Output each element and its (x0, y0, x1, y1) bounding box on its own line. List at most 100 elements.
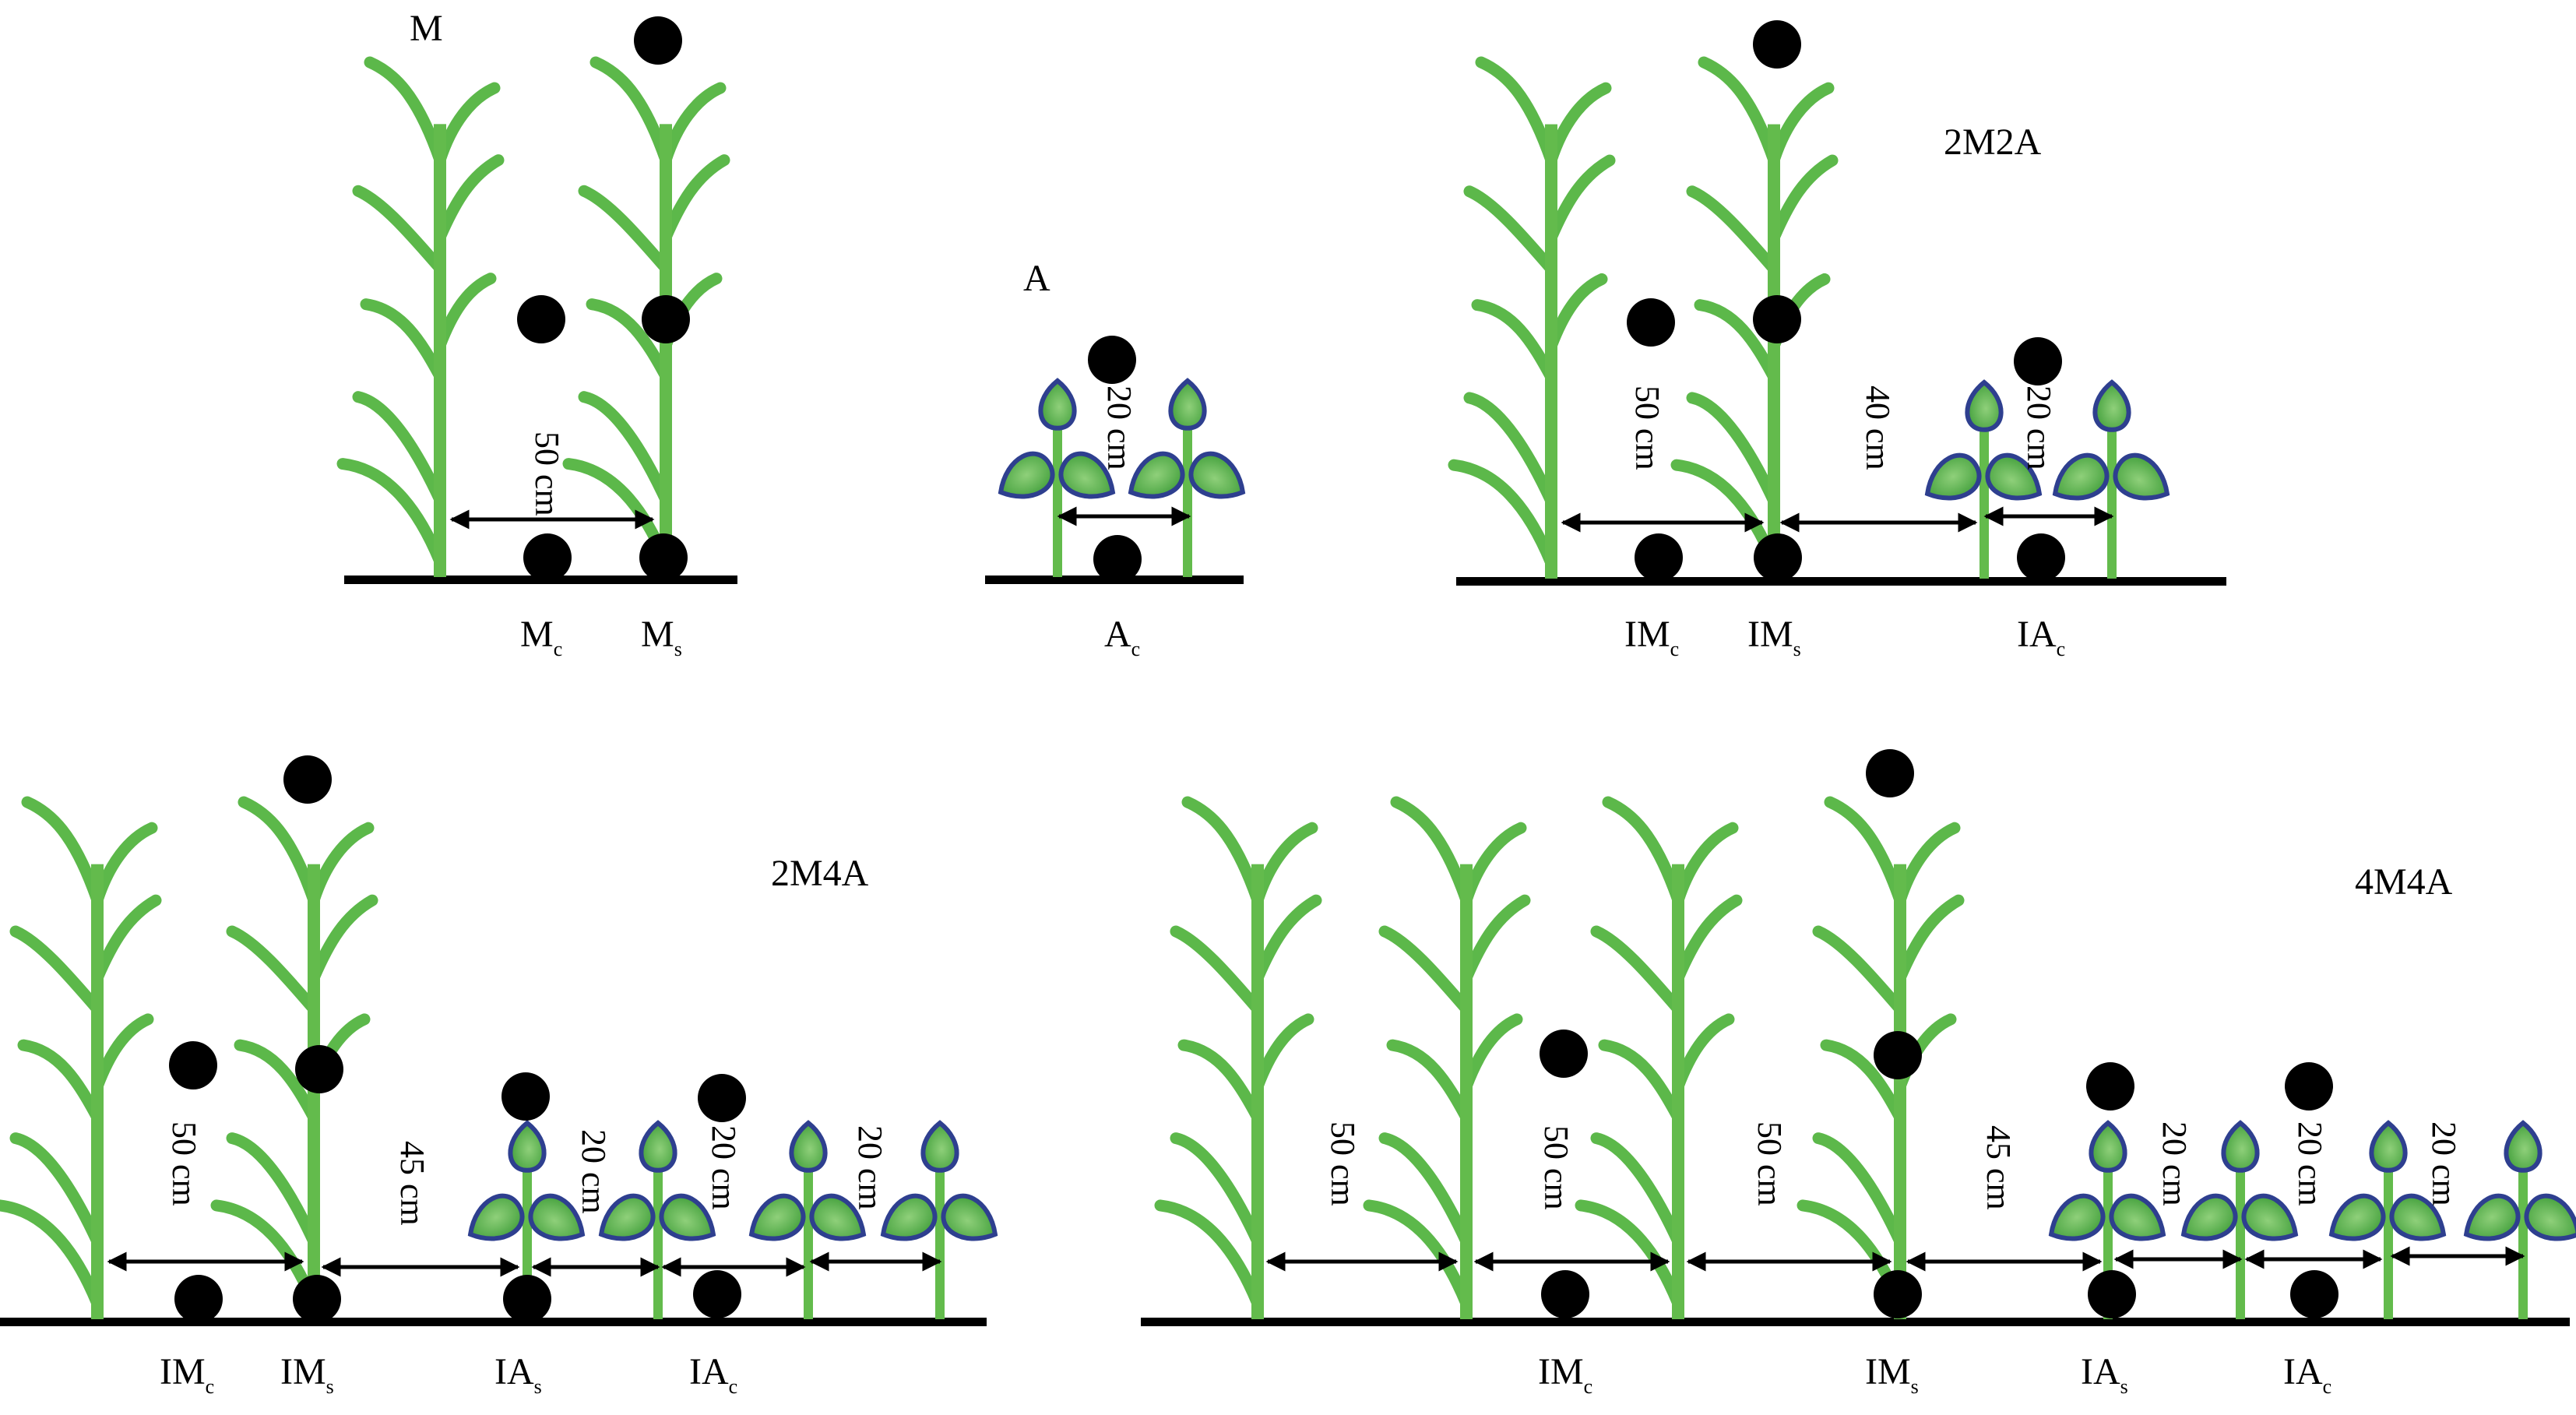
alfalfa-leaflet (1038, 378, 1077, 431)
alfalfa-leaflet (2524, 1193, 2576, 1241)
maize-leaf (1672, 1013, 1735, 1093)
sampling-point-dot (523, 533, 572, 582)
panel-title: 2M4A (771, 853, 869, 894)
maize-leaf (1694, 299, 1780, 383)
position-label-ia-c: IAc (689, 1351, 737, 1398)
alfalfa-leaflet (880, 1193, 938, 1241)
sampling-point-dot (2285, 1062, 2333, 1111)
maize-plant-icon (210, 796, 378, 1319)
maize-leaf (1460, 1013, 1523, 1093)
alfalfa-leaflet (598, 1193, 656, 1241)
alfalfa-stem (1980, 419, 1989, 579)
maize-leaf (1154, 1199, 1264, 1310)
sampling-points (1540, 749, 2338, 1318)
distance-label: 20 cm (851, 1125, 889, 1210)
alfalfa-leaflet (2092, 379, 2131, 432)
maize-leaf (1386, 1039, 1473, 1124)
maize-leaf (1672, 894, 1743, 984)
maize-leaf (1170, 925, 1264, 1015)
maize-leaf (234, 1039, 320, 1124)
position-label-ia-c: IAc (2283, 1351, 2331, 1398)
sampling-point-dot (1874, 1031, 1922, 1079)
sampling-points (169, 755, 746, 1323)
alfalfa-plant-icon (2463, 1120, 2576, 1319)
maize-leaf (1251, 822, 1318, 906)
position-label-m-c: Mc (520, 614, 562, 660)
alfalfa-leaflet (1168, 378, 1207, 431)
maize-leaf (1251, 1013, 1314, 1093)
maize-leaf (578, 391, 672, 506)
sampling-point-dot (1874, 1270, 1922, 1318)
maize-leaf (1812, 1132, 1906, 1248)
maize-leaf (21, 796, 104, 906)
maize-leaf (91, 822, 158, 906)
alfalfa-leaflet (2369, 1120, 2408, 1173)
alfalfa-leaflet (2089, 1120, 2127, 1173)
maize-leaf (1820, 1039, 1906, 1124)
maize-leaf (434, 154, 505, 244)
alfalfa-plant-icon (1924, 379, 2043, 579)
maize-leaf (1390, 796, 1473, 906)
maize-leaf (360, 298, 446, 382)
maize-leaf (1812, 925, 1906, 1015)
maize-leaf (226, 925, 320, 1015)
maize-leaf (1463, 185, 1557, 275)
alfalfa-leaflet (639, 1120, 677, 1173)
position-label-ia-s: IAs (2081, 1351, 2128, 1398)
ground-line (1456, 577, 2226, 586)
maize-leaf (1448, 459, 1557, 569)
alfalfa-plant-icon (998, 378, 1116, 577)
sampling-point-dot (2014, 337, 2062, 385)
sampling-point-dot (1088, 336, 1136, 384)
alfalfa-plant-icon (467, 1120, 586, 1319)
sampling-point-dot (1541, 1270, 1589, 1318)
maize-leaf (1602, 796, 1684, 906)
sampling-point-dot (698, 1074, 746, 1122)
alfalfa-leaflet (2109, 1193, 2166, 1241)
distance-label: 50 cm (1751, 1121, 1789, 1206)
alfalfa-leaflet (1924, 452, 1982, 501)
position-label-im-c: IMc (1538, 1351, 1592, 1398)
position-label-im-c: IMc (160, 1351, 214, 1398)
maize-leaf (1575, 1199, 1684, 1310)
panel-title: M (410, 8, 443, 49)
maize-leaf (0, 1199, 104, 1310)
distance-label: 50 cm (1537, 1125, 1575, 1210)
maize-stem (1894, 864, 1906, 1319)
distance-label: 50 cm (165, 1121, 203, 1206)
alfalfa-stem (653, 1160, 663, 1319)
maize-leaf (1590, 1132, 1684, 1248)
panel-title: 4M4A (2355, 861, 2453, 903)
alfalfa-leaflet (748, 1193, 806, 1241)
alfalfa-leaflet (2463, 1193, 2521, 1241)
sampling-point-dot (639, 533, 688, 582)
maize-leaf (1471, 299, 1557, 383)
sampling-point-dot (693, 1270, 741, 1318)
distance-label: 50 cm (528, 431, 566, 516)
distance-label: 50 cm (1628, 385, 1666, 470)
alfalfa-leaflet (2113, 452, 2170, 501)
maize-leaf (364, 56, 446, 167)
sampling-point-dot (1093, 535, 1142, 583)
maize-stem (91, 864, 104, 1319)
maize-leaf (660, 154, 730, 244)
maize-leaf (91, 1013, 154, 1093)
maize-stem (1545, 124, 1557, 579)
maize-leaf (1460, 894, 1531, 984)
maize-leaf (1363, 1199, 1473, 1310)
alfalfa-leaflet (1965, 379, 2004, 432)
sampling-point-dot (1753, 20, 1801, 69)
distance-label: 20 cm (2425, 1121, 2463, 1206)
ground-line (1141, 1318, 2570, 1326)
sampling-point-dot (2086, 1062, 2134, 1111)
alfalfa-leaflet (467, 1193, 525, 1241)
maize-leaf (1686, 392, 1780, 508)
maize-leaf (1824, 796, 1906, 906)
alfalfa-stem (1183, 417, 1192, 577)
maize-leaf (1460, 822, 1527, 906)
alfalfa-stem (804, 1160, 813, 1319)
panel-title: A (1023, 258, 1050, 299)
